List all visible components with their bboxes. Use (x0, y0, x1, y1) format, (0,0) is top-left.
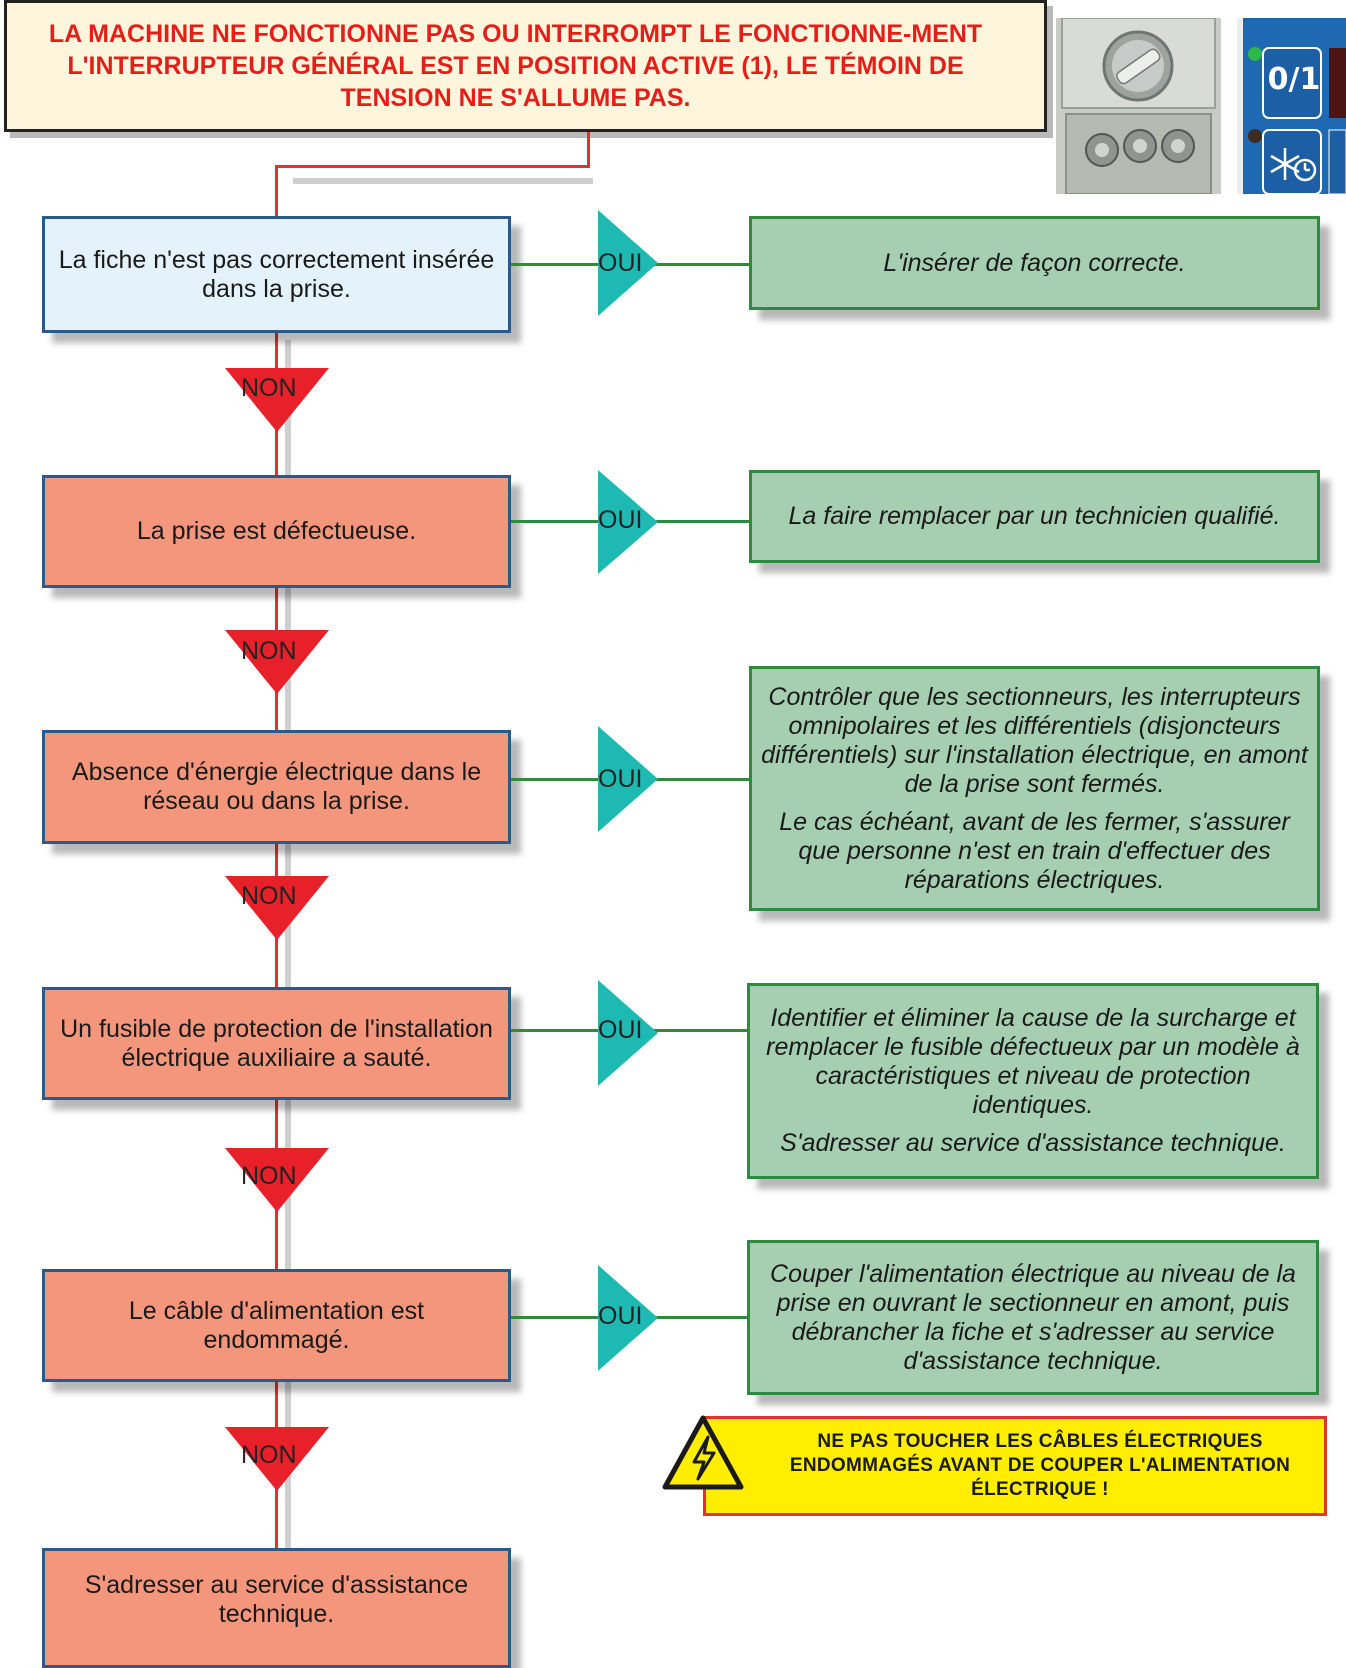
answer-text: Contrôler que les sectionneurs, les inte… (761, 682, 1308, 798)
no-label: NON (241, 637, 297, 665)
final-text: S'adresser au service d'assistance techn… (84, 1571, 469, 1628)
question-text: Un fusible de protection de l'installati… (60, 1014, 493, 1072)
no-marker (225, 876, 329, 940)
snowflake-clock-icon (1269, 140, 1319, 193)
question-box: Absence d'énergie électrique dans le rés… (42, 730, 511, 844)
warning-triangle-icon (662, 1415, 744, 1496)
answer-box: L'insérer de façon correcte. (749, 216, 1320, 310)
answer-text: Couper l'alimentation électrique au nive… (770, 1259, 1296, 1375)
answer-box: Couper l'alimentation électrique au nive… (747, 1240, 1319, 1395)
no-label: NON (241, 1162, 297, 1190)
control-panel-photo: 0/1 (1237, 18, 1346, 194)
warning-box: NE PAS TOUCHER LES CÂBLES ÉLECTRIQUES EN… (703, 1416, 1327, 1516)
yes-marker (598, 470, 658, 574)
no-label: NON (241, 374, 297, 402)
main-flow-line (275, 330, 278, 1550)
question-box: Un fusible de protection de l'installati… (42, 987, 511, 1100)
yes-marker (598, 210, 658, 316)
yes-marker (598, 726, 658, 832)
answer-text: S'adresser au service d'assistance techn… (780, 1129, 1286, 1157)
yes-marker (598, 980, 658, 1086)
yes-label: OUI (598, 249, 643, 277)
title-connector (587, 132, 590, 168)
title-connector (275, 165, 278, 217)
power-symbol-label: 0/1 (1267, 62, 1321, 97)
warning-text: NE PAS TOUCHER LES CÂBLES ÉLECTRIQUES EN… (789, 1431, 1291, 1500)
question-box: Le câble d'alimentation est endommagé. (42, 1269, 511, 1382)
answer-box: Contrôler que les sectionneurs, les inte… (749, 666, 1320, 911)
final-box: S'adresser au service d'assistance techn… (42, 1548, 511, 1668)
question-box: La prise est défectueuse. (42, 475, 511, 588)
page-title: LA MACHINE NE FONCTIONNE PAS OU INTERROM… (48, 20, 983, 112)
no-marker (225, 368, 329, 432)
yes-label: OUI (598, 1016, 643, 1044)
yes-label: OUI (598, 506, 643, 534)
answer-text: La faire remplacer par un technicien qua… (788, 502, 1281, 530)
main-switch-photo (1056, 18, 1221, 194)
no-marker (225, 1148, 329, 1212)
question-box: La fiche n'est pas correctement insérée … (42, 216, 511, 333)
yes-label: OUI (598, 765, 643, 793)
yes-label: OUI (598, 1302, 643, 1330)
answer-box: La faire remplacer par un technicien qua… (749, 470, 1320, 563)
answer-text: Le cas échéant, avant de les fermer, s'a… (779, 807, 1290, 894)
answer-box: Identifier et éliminer la cause de la su… (747, 983, 1319, 1179)
title-box: LA MACHINE NE FONCTIONNE PAS OU INTERROM… (4, 0, 1047, 132)
no-label: NON (241, 1441, 297, 1469)
no-marker (225, 630, 329, 694)
question-text: Absence d'énergie électrique dans le rés… (71, 758, 482, 815)
answer-text: L'insérer de façon correcte. (883, 248, 1186, 277)
no-label: NON (241, 882, 297, 910)
no-marker (225, 1427, 329, 1491)
answer-text: Identifier et éliminer la cause de la su… (766, 1004, 1300, 1119)
question-text: La prise est défectueuse. (136, 517, 417, 545)
question-text: Le câble d'alimentation est endommagé. (128, 1296, 425, 1354)
yes-marker (598, 1265, 658, 1371)
title-connector (275, 165, 590, 168)
question-text: La fiche n'est pas correctement insérée … (58, 245, 495, 303)
